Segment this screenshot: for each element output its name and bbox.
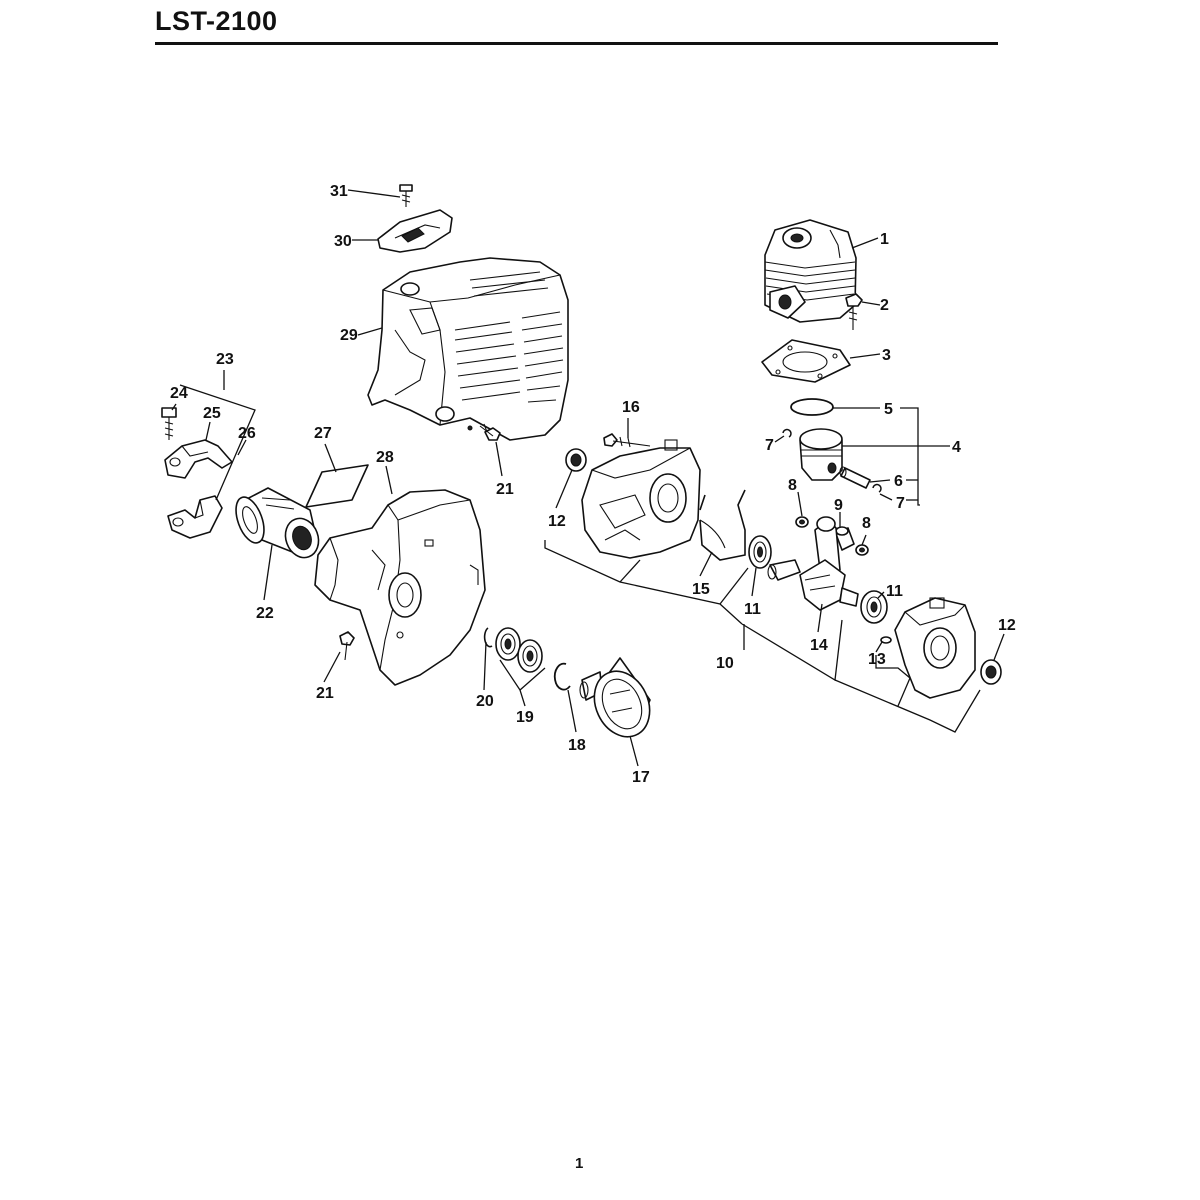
crankcase-left-icon[interactable]: [581, 439, 701, 559]
circlip-icon[interactable]: [782, 428, 792, 438]
callout-11: 11: [744, 601, 761, 618]
callout-12: 12: [548, 513, 566, 530]
ball-bearing-icon[interactable]: [860, 590, 888, 624]
clamp-lower-icon[interactable]: [167, 495, 223, 539]
crankshaft-icon[interactable]: [767, 516, 859, 611]
leader-lines: [171, 189, 1005, 767]
snap-ring-icon[interactable]: [553, 662, 571, 691]
callout-11: 11: [886, 583, 903, 600]
callout-26: 26: [238, 425, 256, 442]
callout-21: 21: [496, 481, 514, 498]
needle-bearing-icon[interactable]: [835, 526, 855, 551]
screw-icon[interactable]: [479, 423, 501, 441]
page-number: 1: [575, 1155, 584, 1172]
sleeve-icon[interactable]: [231, 487, 324, 562]
callout-28: 28: [376, 449, 394, 466]
engine-cover-icon[interactable]: [367, 257, 569, 441]
callout-8: 8: [788, 477, 797, 494]
callout-9: 9: [834, 497, 843, 514]
crankcase-right-icon[interactable]: [894, 597, 976, 699]
page-title: LST-2100: [155, 6, 278, 36]
callout-24: 24: [170, 385, 188, 402]
oil-seal-icon[interactable]: [565, 448, 587, 472]
callout-1: 1: [880, 231, 889, 248]
washer-icon[interactable]: [855, 544, 869, 556]
washer-icon[interactable]: [795, 516, 809, 528]
title-rule: [155, 42, 998, 45]
callout-22: 22: [256, 605, 274, 622]
callout-13: 13: [868, 651, 886, 668]
callout-4: 4: [952, 439, 961, 456]
bolt-icon[interactable]: [161, 407, 177, 440]
ball-bearing-icon[interactable]: [495, 627, 543, 673]
callout-31: 31: [330, 183, 348, 200]
callout-18: 18: [568, 737, 586, 754]
fan-cover-icon[interactable]: [314, 489, 486, 686]
callout-7: 7: [896, 495, 905, 512]
callout-15: 15: [692, 581, 710, 598]
callout-29: 29: [340, 327, 358, 344]
callout-14: 14: [810, 637, 828, 654]
callout-16: 16: [622, 399, 640, 416]
clamp-upper-icon[interactable]: [164, 439, 233, 479]
callout-23: 23: [216, 351, 234, 368]
pin-icon[interactable]: [880, 636, 892, 644]
callout-5: 5: [884, 401, 893, 418]
callout-6: 6: [894, 473, 903, 490]
snap-ring-icon[interactable]: [483, 627, 493, 648]
label-icon[interactable]: [305, 464, 369, 508]
ball-bearing-icon[interactable]: [748, 535, 772, 569]
piston-icon[interactable]: [799, 428, 843, 481]
callout-30: 30: [334, 233, 352, 250]
callout-2: 2: [880, 297, 889, 314]
callout-17: 17: [632, 769, 650, 786]
callout-25: 25: [203, 405, 221, 422]
oil-seal-icon[interactable]: [980, 659, 1002, 685]
piston-pin-icon[interactable]: [839, 466, 871, 489]
bolt-icon[interactable]: [845, 293, 863, 330]
screw-icon[interactable]: [399, 184, 413, 207]
callout-20: 20: [476, 693, 494, 710]
callout-27: 27: [314, 425, 332, 442]
callout-12: 12: [998, 617, 1016, 634]
clutch-drum-icon[interactable]: [579, 657, 660, 746]
gasket-icon[interactable]: [761, 339, 851, 383]
piston-ring-icon[interactable]: [790, 398, 834, 416]
callout-10: 10: [716, 655, 734, 672]
callout-8: 8: [862, 515, 871, 532]
callout-21: 21: [316, 685, 334, 702]
callout-3: 3: [882, 347, 891, 364]
screw-icon[interactable]: [339, 631, 355, 661]
callout-19: 19: [516, 709, 534, 726]
circlip-icon[interactable]: [872, 483, 882, 493]
cylinder-icon[interactable]: [764, 219, 857, 323]
callout-7: 7: [765, 437, 774, 454]
cover-cap-icon[interactable]: [377, 209, 453, 253]
bolt-icon[interactable]: [603, 433, 651, 448]
crankcase-gasket-icon[interactable]: [699, 489, 746, 561]
callout-labels: 31 30 29 23 24 25 26 27 28 21 22 21 20 1…: [170, 183, 1016, 786]
